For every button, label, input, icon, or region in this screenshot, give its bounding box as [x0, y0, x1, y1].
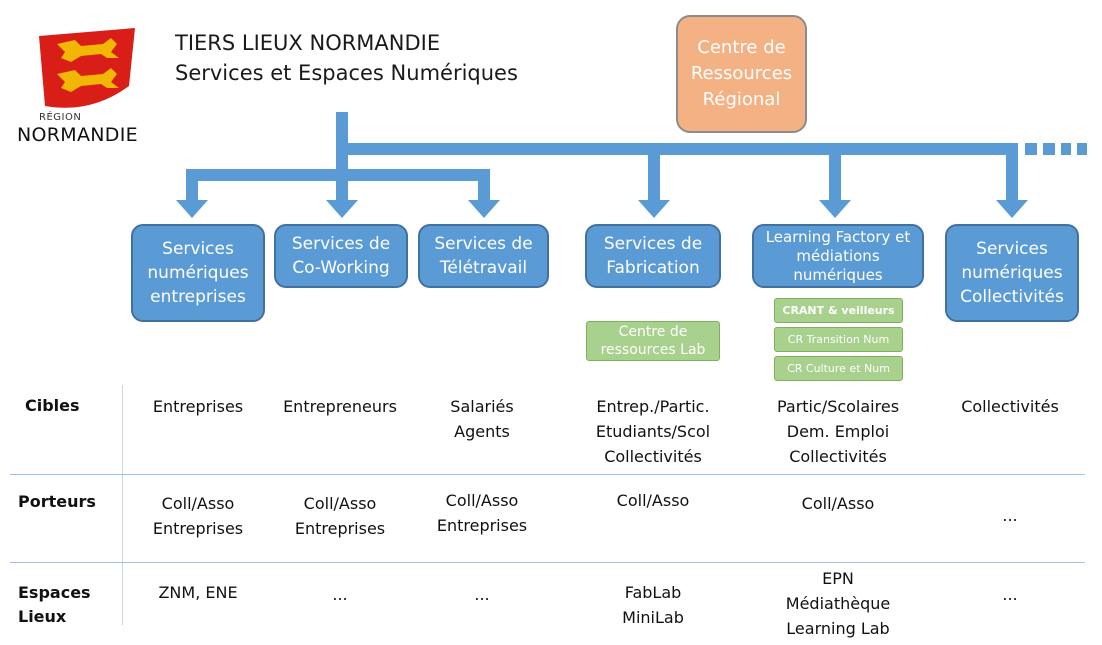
lions-flag-icon	[39, 28, 135, 108]
page-title: TIERS LIEUX NORMANDIE Services et Espace…	[175, 28, 518, 88]
cell-espaces-4: FabLab MiniLab	[622, 583, 684, 627]
arrow-6	[996, 200, 1028, 218]
service-box-teletravail: Services de Télétravail	[418, 224, 549, 288]
logo-name-label: NORMANDIE	[17, 124, 138, 146]
sub-box-centre-ressources-lab: Centre de ressources Lab	[586, 321, 720, 361]
bar-dash-1	[1025, 143, 1037, 155]
regional-resource-center-box: Centre de Ressources Régional	[676, 15, 807, 133]
cell-cibles-6: Collectivités	[961, 397, 1059, 416]
service-box-learning-factory: Learning Factory et médiations numérique…	[752, 224, 924, 288]
cell-espaces-6: ...	[1002, 585, 1018, 604]
row-divider-2	[10, 562, 1085, 563]
cell-cibles-2: Entrepreneurs	[283, 397, 397, 416]
sub-box-cr-culture-num: CR Culture et Num	[774, 356, 903, 381]
title-line-1: TIERS LIEUX NORMANDIE	[175, 31, 441, 55]
cell-porteurs-5: Coll/Asso	[801, 494, 875, 513]
bar-dash-4	[1077, 143, 1087, 155]
service-box-numeriques-entreprises: Services numériques entreprises	[131, 224, 265, 322]
title-line-2: Services et Espaces Numériques	[175, 61, 518, 85]
arrow-3	[468, 200, 500, 218]
row-divider-1	[10, 474, 1085, 475]
row-label-cibles: Cibles	[25, 396, 80, 415]
cell-porteurs-1: Coll/Asso Entreprises	[152, 494, 244, 538]
bar-dash-3	[1061, 143, 1071, 155]
arrow-2	[326, 200, 358, 218]
arrow-5	[819, 200, 851, 218]
sub-box-cr-transition-num: CR Transition Num	[774, 327, 903, 352]
logo-region-label: RÉGION	[39, 112, 82, 123]
drop-4	[648, 149, 660, 202]
drop-3	[478, 169, 490, 202]
drop-6	[1006, 149, 1018, 202]
sub-box-crant-veilleurs: CRANT & veilleurs	[774, 298, 903, 323]
cell-cibles-5: Partic/Scolaires Dem. Emploi Collectivit…	[776, 397, 900, 466]
main-bar	[336, 143, 1018, 155]
drop-1	[186, 169, 198, 202]
drop-5	[829, 149, 841, 202]
cell-espaces-2: ...	[332, 585, 348, 604]
cell-cibles-3: Salariés Agents	[450, 397, 514, 441]
cell-cibles-1: Entreprises	[152, 397, 244, 416]
drop-2	[336, 169, 348, 202]
arrow-1	[176, 200, 208, 218]
cell-porteurs-2: Coll/Asso Entreprises	[294, 494, 386, 538]
cell-espaces-1: ZNM, ENE	[158, 583, 238, 602]
cell-espaces-3: ...	[474, 585, 490, 604]
cell-porteurs-3: Coll/Asso Entreprises	[436, 491, 528, 535]
cell-espaces-5: EPN Médiathèque Learning Lab	[785, 569, 891, 638]
cell-porteurs-6: ...	[1002, 506, 1018, 525]
service-box-fabrication: Services de Fabrication	[585, 224, 721, 288]
arrow-4	[638, 200, 670, 218]
service-box-numeriques-collectivites: Services numériques Collectivités	[945, 224, 1079, 322]
table-vertical-divider	[122, 385, 123, 625]
region-normandie-logo: RÉGION NORMANDIE	[17, 28, 157, 148]
row-label-espaces-lieux: Espaces Lieux	[18, 583, 91, 626]
cell-cibles-4: Entrep./Partic. Etudiants/Scol Collectiv…	[595, 397, 711, 466]
bar-dash-2	[1043, 143, 1055, 155]
row-label-porteurs: Porteurs	[18, 492, 96, 511]
service-box-coworking: Services de Co-Working	[274, 224, 408, 288]
cell-porteurs-4: Coll/Asso	[616, 491, 690, 510]
